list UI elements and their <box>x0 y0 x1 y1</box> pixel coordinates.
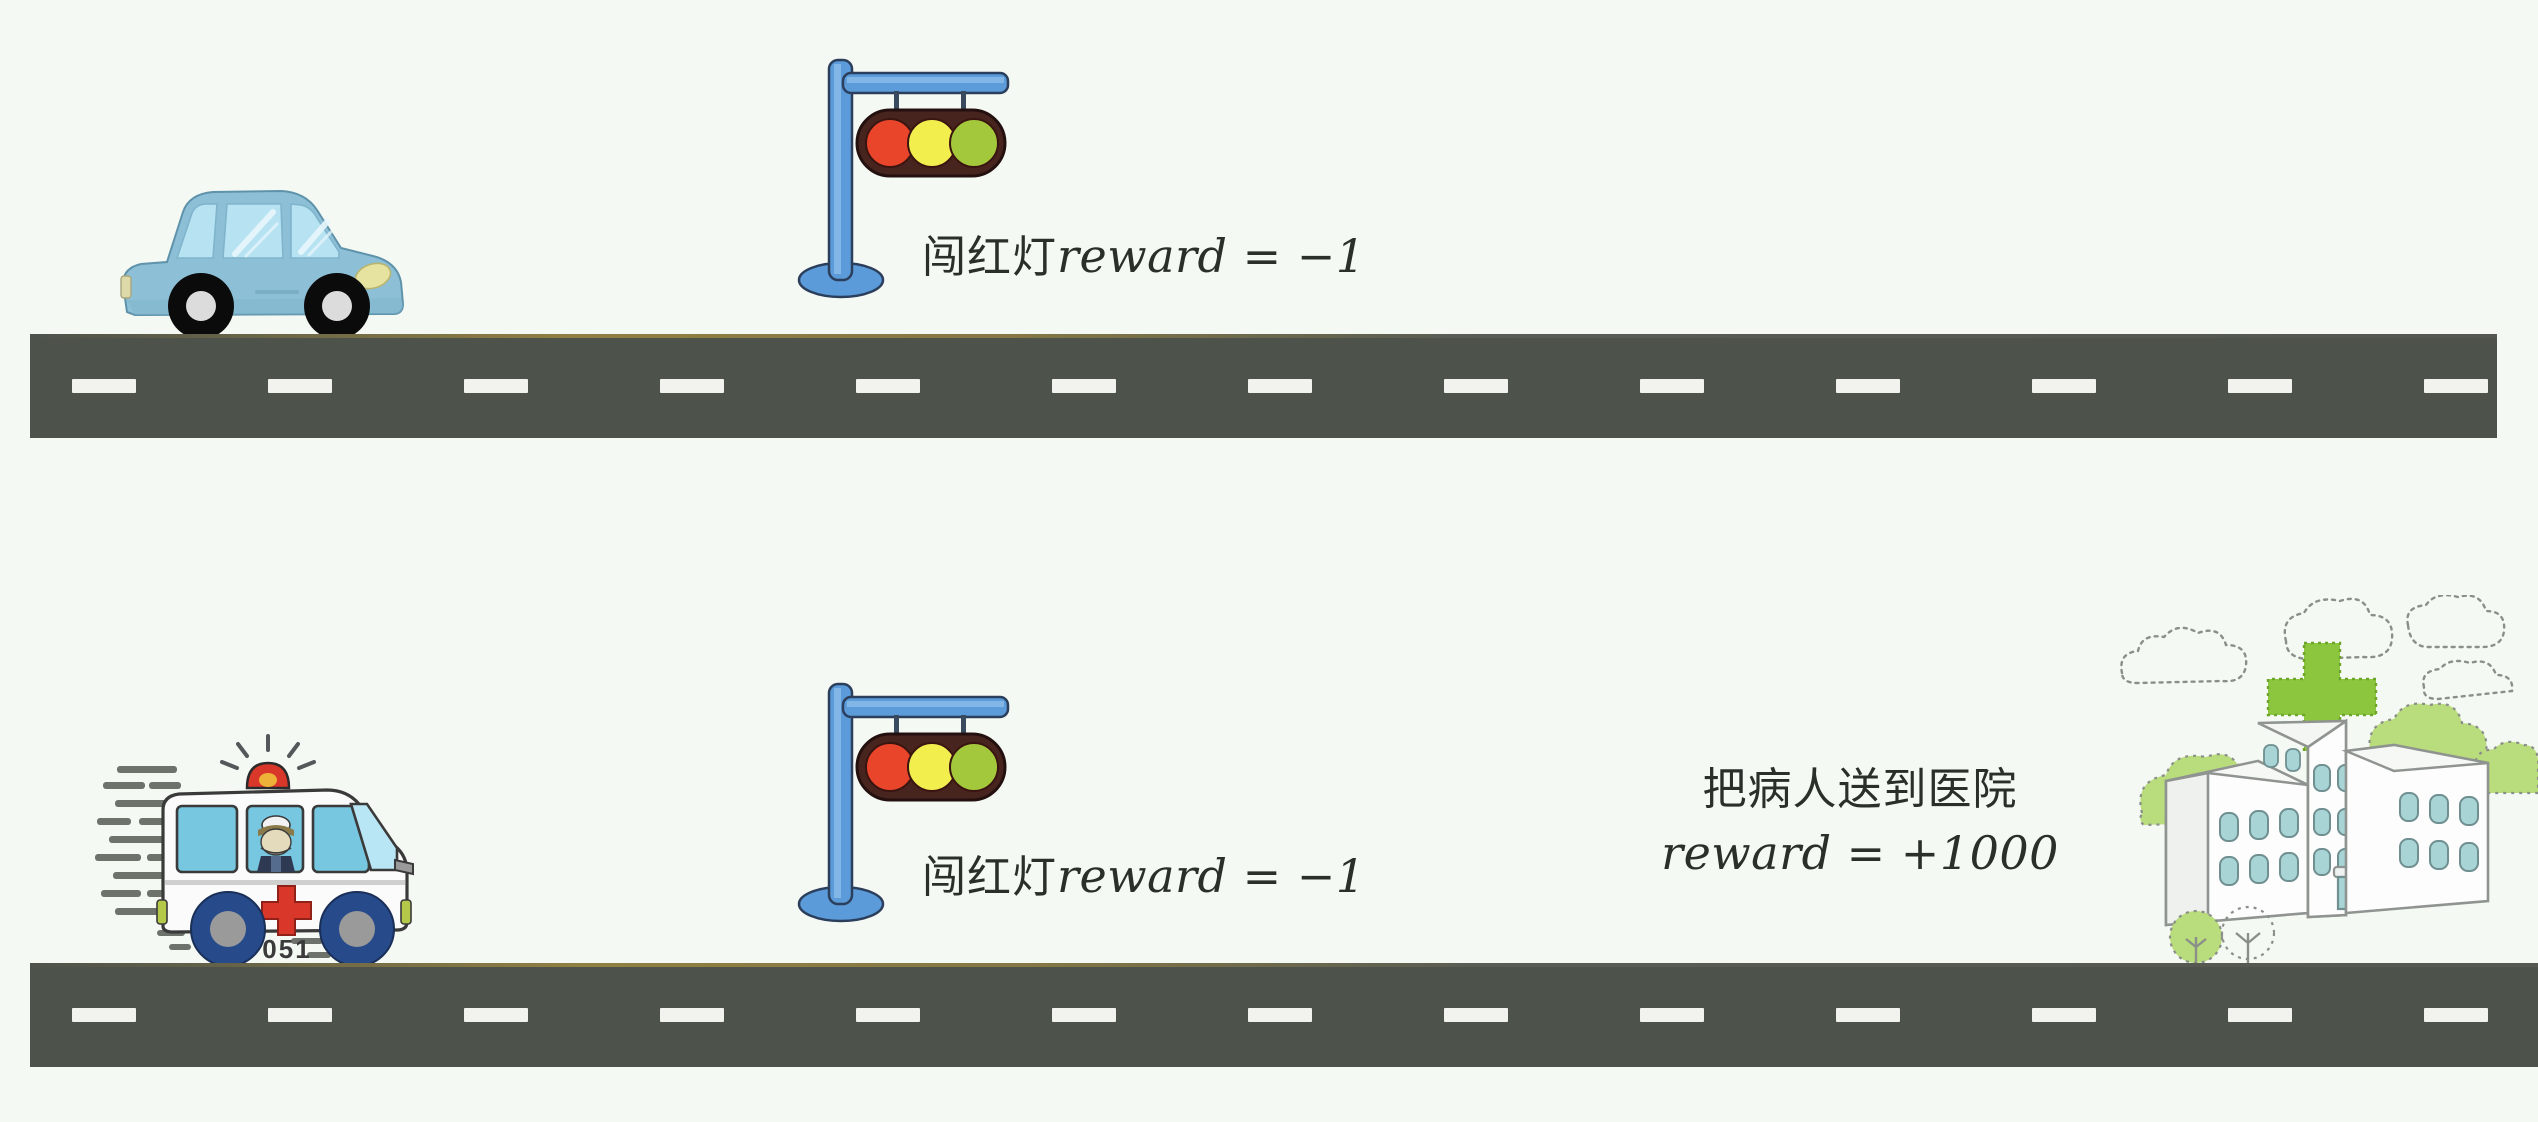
car-vehicle <box>105 172 415 339</box>
siren-rays <box>220 734 316 770</box>
hospital-left-wing <box>2164 759 2310 927</box>
road-dash <box>1444 379 1508 393</box>
road-dash <box>72 1008 136 1022</box>
label-cn-text: 闯红灯 <box>922 853 1057 902</box>
road-bottom <box>30 963 2538 1067</box>
label-hospital-goal: 把病人送到医院 reward = +1000 <box>1660 762 2060 883</box>
goal-cn-text: 把病人送到医院 <box>1702 765 2018 814</box>
road-dash <box>1836 1008 1900 1022</box>
traffic-light-bottom <box>785 672 1015 927</box>
road-dash <box>1248 379 1312 393</box>
road-dash <box>856 379 920 393</box>
road-dashes-bottom <box>30 1008 2538 1022</box>
road-dash <box>268 1008 332 1022</box>
road-dash <box>464 379 528 393</box>
label-cn-text: 闯红灯 <box>922 233 1057 282</box>
road-dash <box>856 1008 920 1022</box>
ambulance-plate-text: 051 <box>262 934 311 964</box>
road-dash <box>2032 1008 2096 1022</box>
hospital-right-wing <box>2341 743 2490 915</box>
hospital-cross-icon <box>2266 641 2378 753</box>
goal-math-text: reward = +1000 <box>1661 826 2059 880</box>
label-math-text: reward = −1 <box>1057 849 1366 903</box>
road-top <box>30 334 2497 438</box>
road-dash <box>2424 379 2488 393</box>
red-cross-icon <box>261 885 312 936</box>
label-math-text: reward = −1 <box>1057 229 1366 283</box>
road-dash <box>1052 379 1116 393</box>
road-dash <box>1248 1008 1312 1022</box>
road-dashes-top <box>30 379 2497 393</box>
road-dash <box>660 1008 724 1022</box>
road-dash <box>1640 379 1704 393</box>
driver-figure <box>257 815 295 872</box>
road-dash <box>268 379 332 393</box>
road-dash <box>1052 1008 1116 1022</box>
road-dash <box>1836 379 1900 393</box>
traffic-light-top <box>785 48 1015 303</box>
road-dash <box>1444 1008 1508 1022</box>
label-run-red-light-top: 闯红灯reward = −1 <box>922 228 1366 286</box>
ambulance-vehicle: 051 <box>95 730 425 980</box>
road-dash <box>660 379 724 393</box>
label-run-red-light-bottom: 闯红灯reward = −1 <box>922 848 1366 906</box>
road-dash <box>2228 379 2292 393</box>
road-dash <box>2424 1008 2488 1022</box>
hospital-illustration <box>2108 594 2538 970</box>
road-dash <box>1640 1008 1704 1022</box>
road-dash <box>464 1008 528 1022</box>
road-edge-line-bottom <box>30 963 2538 967</box>
road-dash <box>72 379 136 393</box>
road-dash <box>2032 379 2096 393</box>
road-edge-line-top <box>30 334 2497 338</box>
road-dash <box>2228 1008 2292 1022</box>
